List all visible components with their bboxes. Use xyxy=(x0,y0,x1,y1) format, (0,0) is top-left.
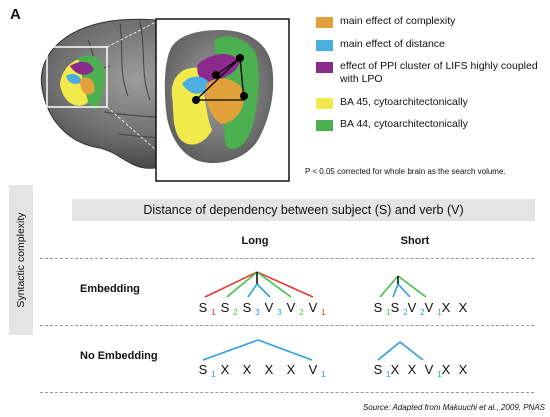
long-no-embedding-token: X xyxy=(287,362,296,377)
divider-top xyxy=(40,258,534,259)
arc-blue-left xyxy=(392,283,399,298)
long-embedding-index: 2 xyxy=(299,307,304,317)
long-embedding-token: S xyxy=(199,300,208,315)
short-no-embedding-token: X xyxy=(442,362,451,377)
source-citation: Source: Adapted from Makuuchi et al., 20… xyxy=(362,403,545,412)
divider-bottom xyxy=(40,392,534,393)
long-no-embedding-token: X xyxy=(265,362,274,377)
legend-label-ba45: BA 45, cytoarchitectonically xyxy=(340,96,468,108)
row-header-embedding: Embedding xyxy=(80,283,140,295)
arc-blue-left xyxy=(202,339,259,361)
brain-figure xyxy=(40,18,290,182)
arc-green-left xyxy=(379,275,399,298)
short-embedding-token: S xyxy=(391,300,400,315)
long-embedding-token: V xyxy=(309,300,318,315)
arc-blue-right xyxy=(256,283,271,298)
panel-b-title: Distance of dependency between subject (… xyxy=(72,199,535,221)
short-embedding-index: 2 xyxy=(420,307,425,317)
arc-green-left xyxy=(226,271,258,298)
activation-region-small xyxy=(60,55,105,110)
long-embedding-index: 1 xyxy=(211,307,216,317)
long-embedding-index: 1 xyxy=(321,307,326,317)
short-embedding-index: 1 xyxy=(386,307,391,317)
short-no-embedding-index: 1 xyxy=(437,369,442,379)
column-header-long: Long xyxy=(241,235,269,247)
short-no-embedding-index: 1 xyxy=(386,369,391,379)
arc-green-right xyxy=(256,271,292,298)
arc-blue-left xyxy=(377,341,401,361)
long-embedding-token: V xyxy=(287,300,296,315)
long-embedding-index: 3 xyxy=(255,307,260,317)
long-embedding-token: V xyxy=(265,300,274,315)
arc-blue-right xyxy=(399,341,424,361)
long-embedding-index: 3 xyxy=(277,307,282,317)
long-no-embedding-token: X xyxy=(243,362,252,377)
legend-swatch-ba45 xyxy=(316,98,333,109)
short-embedding-token: X xyxy=(442,300,451,315)
legend-swatch-ppi xyxy=(316,62,333,73)
arc-blue-left xyxy=(247,283,258,298)
legend-swatch-complexity xyxy=(316,17,333,28)
short-no-embedding-token: X xyxy=(459,362,468,377)
short-embedding-index: 2 xyxy=(403,307,408,317)
long-no-embedding-token: X xyxy=(221,362,230,377)
arcs-long-embedding xyxy=(204,271,314,298)
long-no-embedding-token: S xyxy=(199,362,208,377)
short-embedding-token: X xyxy=(459,300,468,315)
short-embedding-index: 1 xyxy=(437,307,442,317)
arcs-long-no-embedding xyxy=(202,339,313,361)
arc-blue-right xyxy=(257,339,313,361)
legend-label-distance: main effect of distance xyxy=(340,38,445,50)
long-no-embedding-token: V xyxy=(309,362,318,377)
column-header-short: Short xyxy=(400,235,430,247)
long-embedding-token: S xyxy=(221,300,230,315)
arc-red-left xyxy=(204,271,258,298)
legend-label-ba44: BA 44, cytoarchitectonically xyxy=(340,118,468,130)
legend-swatch-distance xyxy=(316,40,333,51)
short-no-embedding-token: S xyxy=(374,362,383,377)
short-no-embedding-token: X xyxy=(408,362,417,377)
short-no-embedding-token: X xyxy=(391,362,400,377)
legend-label-ppi: effect of PPI cluster of LIFS highly cou… xyxy=(340,60,538,85)
short-embedding-token: V xyxy=(408,300,417,315)
zoom-inset xyxy=(155,18,290,182)
short-no-embedding-token: V xyxy=(425,362,434,377)
arc-blue-right xyxy=(397,283,411,298)
arc-red-right xyxy=(256,271,314,298)
long-embedding-index: 2 xyxy=(233,307,238,317)
long-embedding-token: S xyxy=(243,300,252,315)
legend-label-complexity: main effect of complexity xyxy=(340,15,456,27)
arc-green-right xyxy=(397,275,427,298)
significance-note: P < 0.05 corrected for whole brain as th… xyxy=(305,167,506,176)
divider-middle xyxy=(40,325,534,326)
short-embedding-token: S xyxy=(374,300,383,315)
long-no-embedding-index: 1 xyxy=(321,369,326,379)
row-header-no-embedding: No Embedding xyxy=(80,350,158,362)
arcs-short-no-embedding xyxy=(377,341,424,361)
legend-swatch-ba44 xyxy=(316,120,333,131)
long-no-embedding-index: 1 xyxy=(211,369,216,379)
arcs-short-embedding xyxy=(379,275,427,298)
panel-a-label: A xyxy=(10,6,21,23)
short-embedding-token: V xyxy=(425,300,434,315)
